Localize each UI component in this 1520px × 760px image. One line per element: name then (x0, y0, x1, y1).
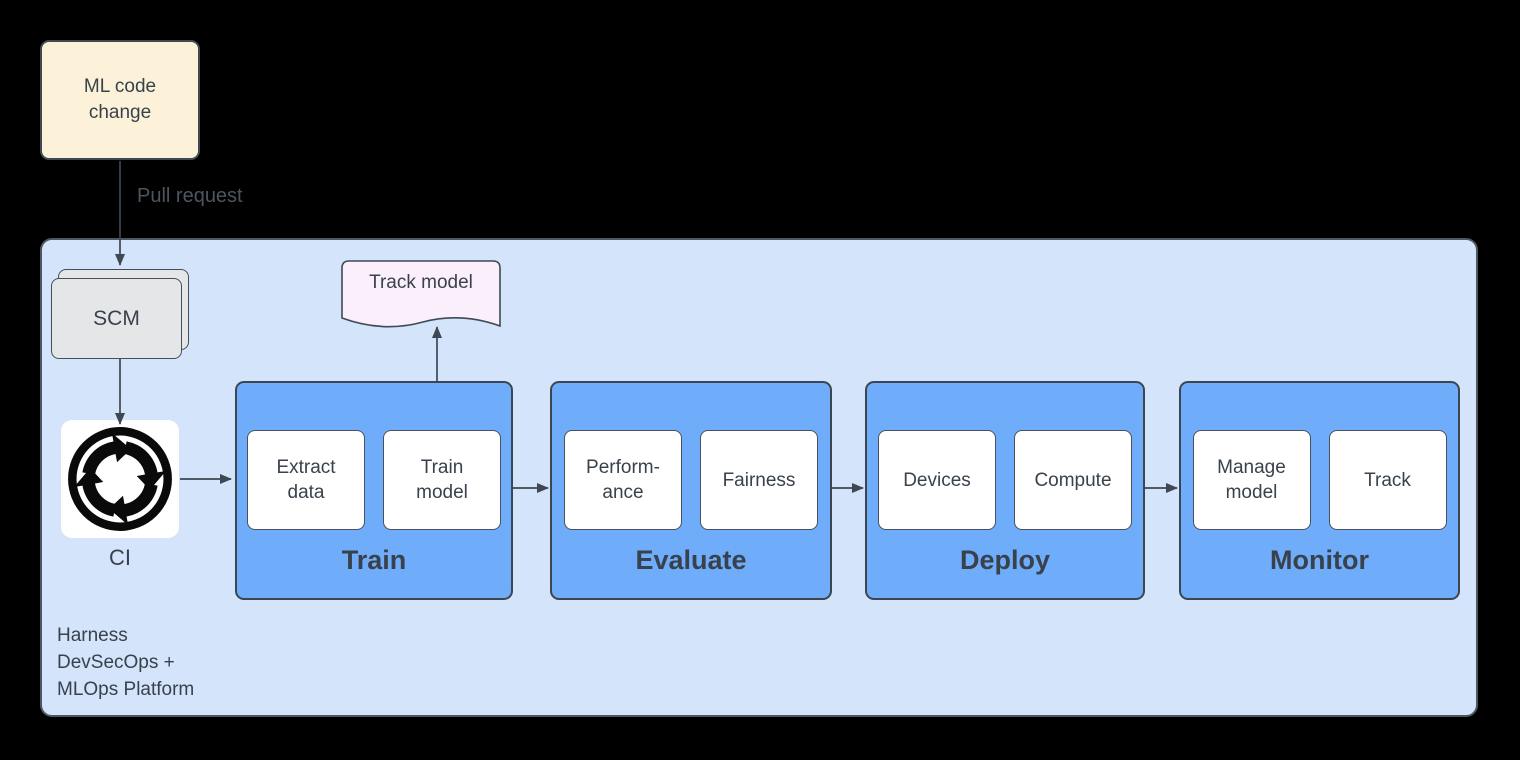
track-model-document: Track model (341, 260, 501, 334)
stage-block-evaluate: Perform- ance Fairness Evaluate (550, 381, 832, 600)
stage-title-deploy: Deploy (959, 545, 1051, 575)
scm-card: SCM (51, 278, 182, 359)
step-box-extract-data: Extract data (247, 430, 365, 530)
document-shape (341, 260, 501, 328)
stage-title-train: Train (341, 545, 407, 575)
step-box-compute: Compute (1014, 430, 1132, 530)
stage-block-train: Extract data Train model Train (235, 381, 513, 600)
steps-row: Manage model Track (1192, 430, 1447, 530)
step-box-track: Track (1328, 430, 1447, 530)
stage-title-evaluate: Evaluate (635, 545, 747, 575)
stage-block-monitor: Manage model Track Monitor (1179, 381, 1460, 600)
ml-code-change-label: ML code change (83, 76, 157, 123)
continuous-integration-icon (68, 427, 172, 531)
pull-request-label: Pull request (137, 185, 243, 207)
track-model-label: Track model (369, 272, 473, 293)
step-box-devices: Devices (878, 430, 996, 530)
step-box-performance: Perform- ance (564, 430, 682, 530)
ml-code-change-box: ML code change (40, 40, 200, 160)
ci-box (61, 420, 179, 538)
steps-row: Extract data Train model (247, 430, 501, 530)
scm-label: SCM (93, 306, 140, 330)
steps-row: Devices Compute (878, 430, 1132, 530)
step-box-fairness: Fairness (700, 430, 818, 530)
step-box-train-model: Train model (383, 430, 501, 530)
stage-block-deploy: Devices Compute Deploy (865, 381, 1145, 600)
platform-label: Harness DevSecOps + MLOps Platform (57, 625, 195, 700)
step-box-manage-model: Manage model (1192, 430, 1311, 530)
ci-label: CI (109, 545, 131, 570)
steps-row: Perform- ance Fairness (564, 430, 818, 530)
stage-title-monitor: Monitor (1270, 545, 1369, 575)
